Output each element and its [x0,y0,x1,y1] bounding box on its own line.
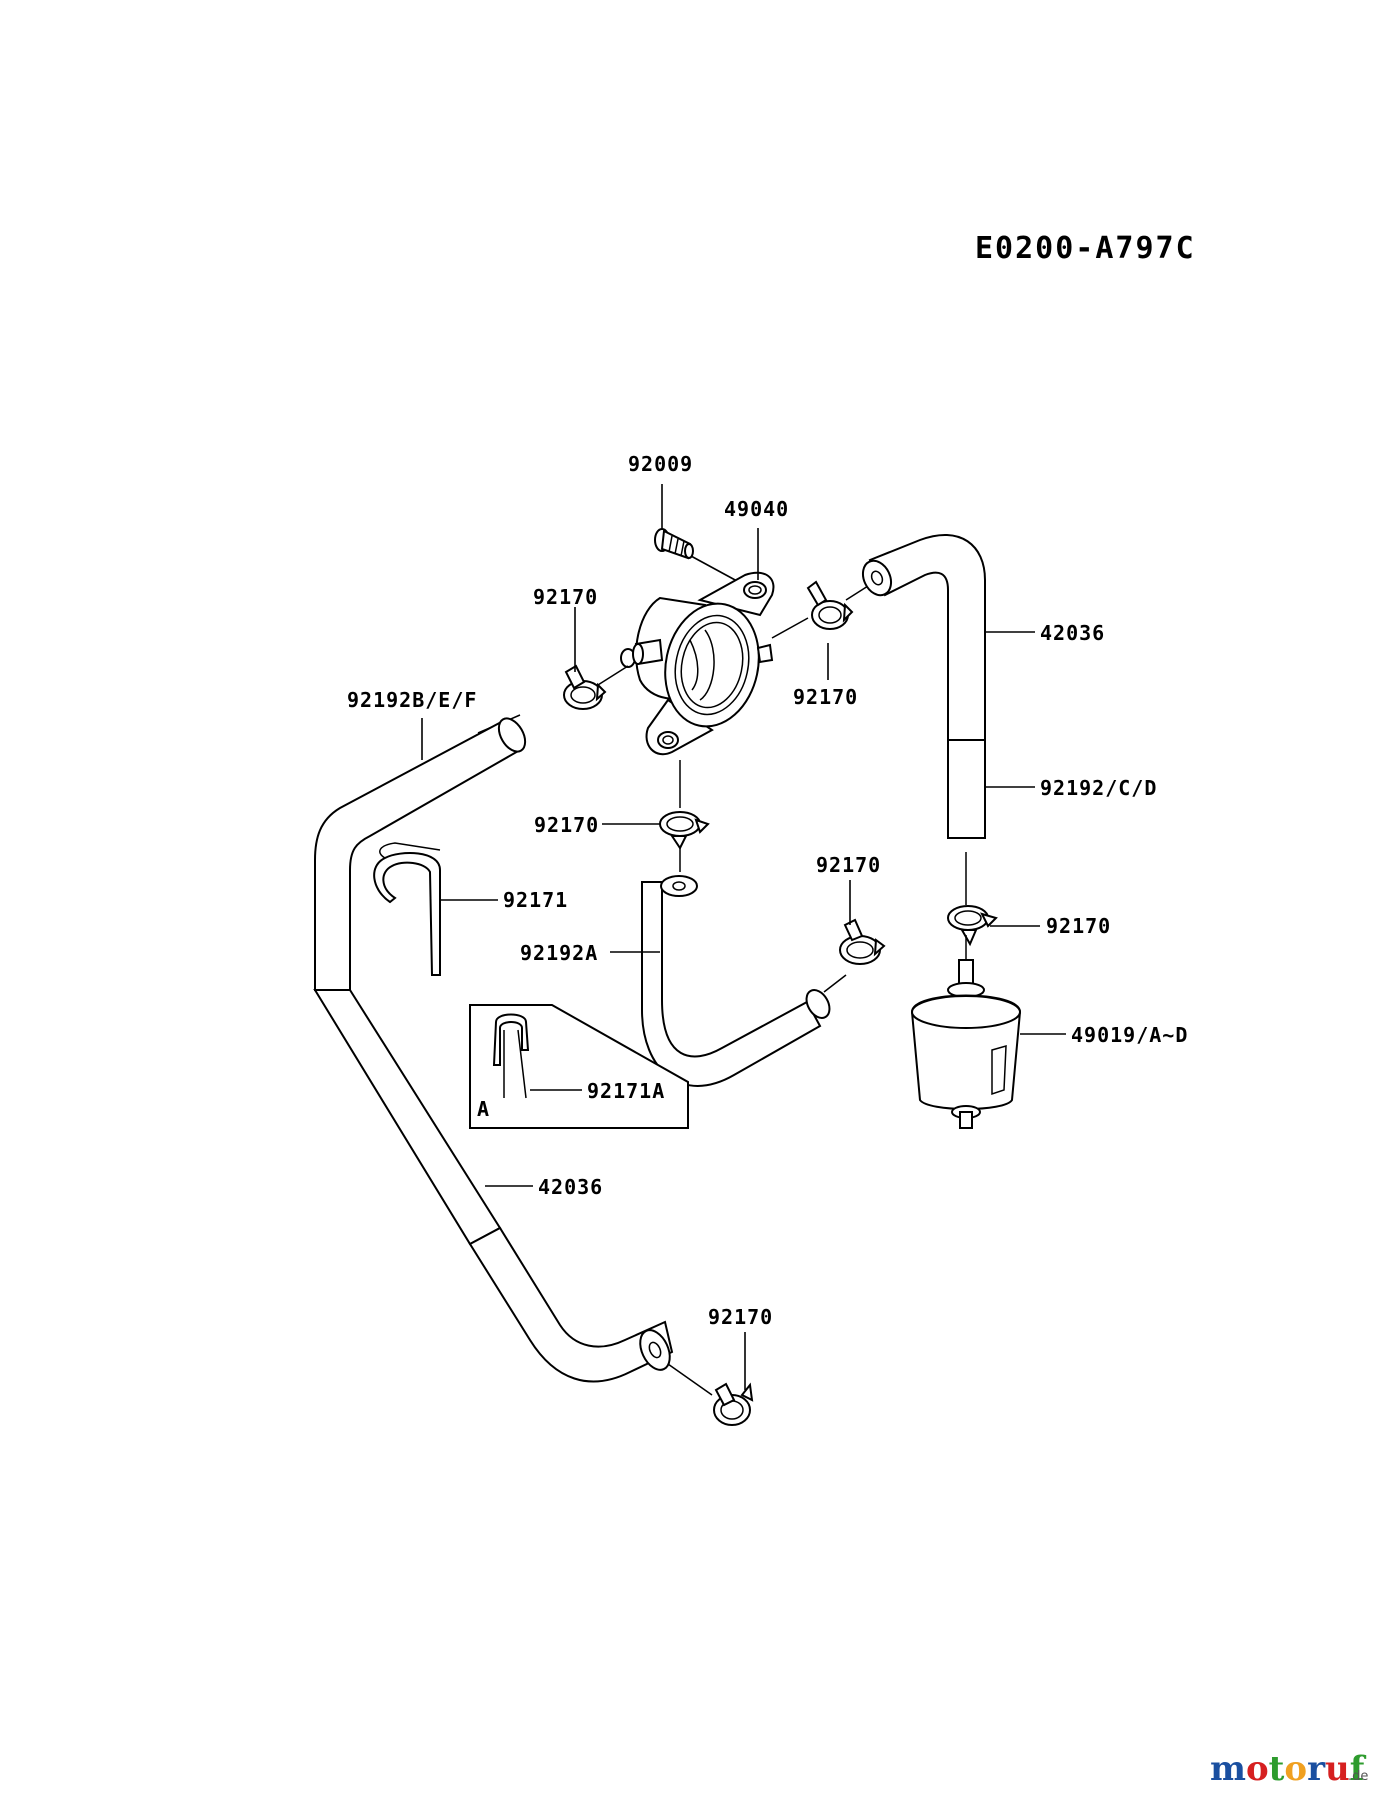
label-bolt: 92009 [628,452,693,476]
hose-bottom-long [313,989,713,1396]
label-hose-l-shape: 92192A [520,941,598,965]
clamp-filter-top [947,905,998,947]
fuel-pump-part [477,571,869,872]
clamp-pump-right [806,580,854,630]
diagram-code: E0200-A797C [975,231,1196,266]
watermark-letter: o [1246,1749,1269,1789]
label-hose-right-lower: 92192/C/D [1040,776,1157,800]
watermark-letter: o [1284,1749,1307,1789]
clamp-pump-bottom [659,811,710,850]
watermark-letter: r [1307,1749,1326,1789]
watermark-letter: m [1210,1749,1246,1789]
bolt-part [654,528,738,582]
label-clamp-pump-left: 92170 [533,585,598,609]
watermark-letter: f [1350,1749,1367,1789]
label-hose-bottom-long: 42036 [538,1175,603,1199]
watermark-letter: u [1325,1749,1350,1789]
label-clamp-pump-bottom: 92170 [534,813,599,837]
label-fuel-filter: 49019/A~D [1071,1023,1188,1047]
hose-right-lower [947,739,986,905]
label-hose-upper-left: 92192B/E/F [347,688,477,712]
hose-clip-part [373,842,441,976]
watermark-suffix: .de [1348,1769,1368,1784]
leader-lines [421,484,1066,1390]
hose-top-right [861,534,986,741]
label-clamp-filter-top: 92170 [1046,914,1111,938]
label-hose-top-right: 42036 [1040,621,1105,645]
label-fuel-pump: 49040 [724,497,789,521]
watermark-logo: motoruf .de [1210,1749,1368,1789]
clamp-pump-left [563,664,607,710]
watermark-letter: t [1269,1749,1285,1789]
label-clamp-hose-bottom: 92170 [708,1305,773,1329]
label-inset-letter: A [477,1097,490,1121]
label-clamp-lhose-end: 92170 [816,853,881,877]
label-hose-clip-a: 92171A [587,1079,665,1103]
inset-a-box [469,1004,689,1129]
hose-l-shape [641,875,847,1087]
label-clamp-pump-right: 92170 [793,685,858,709]
label-hose-clip: 92171 [503,888,568,912]
clamp-lhose-end [839,918,886,965]
fuel-filter-part [910,935,1022,1129]
clamp-hose-bottom [713,1382,754,1426]
watermark-brand: motoruf [1210,1749,1367,1789]
